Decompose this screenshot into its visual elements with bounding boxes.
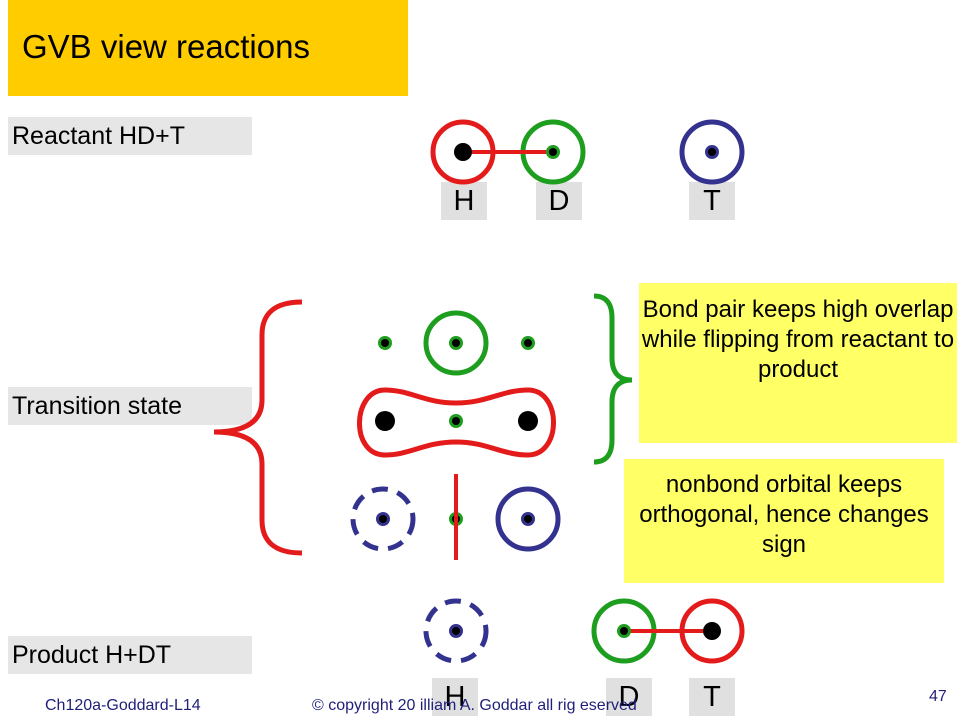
ht-bond-orbital <box>357 387 556 458</box>
h-orbital-product <box>423 598 489 664</box>
h-nucleus-ts <box>375 411 395 431</box>
d-orbital-ts <box>423 310 489 376</box>
atom-label-t-product: T <box>689 678 735 716</box>
product-label: Product H+DT <box>8 636 252 674</box>
right-brace <box>593 293 633 465</box>
t-orbital-ts <box>495 486 561 552</box>
footer-course: Ch120a-Goddard-L14 <box>45 697 201 714</box>
transition-state-label: Transition state <box>8 387 252 425</box>
product-orbitals <box>423 598 745 664</box>
ts-row-bond-orbital <box>357 387 556 458</box>
reactant-orbitals <box>430 119 745 185</box>
atom-label-h-product: H <box>432 678 478 716</box>
footer-copyright: © copyright 20 illiam A. Goddar all rig … <box>312 697 637 714</box>
h-orbital-dashed-ts <box>350 486 416 552</box>
atom-label-h-reactant: H <box>441 182 487 220</box>
h-nucleus-reactant <box>454 143 472 161</box>
atom-label-d-product: D <box>606 678 652 716</box>
page-title: GVB view reactions <box>22 28 310 65</box>
left-brace <box>213 299 303 556</box>
t-orbital-reactant <box>679 119 745 185</box>
atom-label-d-reactant: D <box>536 182 582 220</box>
t-nucleus-ts <box>518 411 538 431</box>
ts-row-nonbond <box>350 474 561 560</box>
page-number: 47 <box>929 688 947 705</box>
reactant-label: Reactant HD+T <box>8 117 252 155</box>
bond-pair-note: Bond pair keeps high overlap while flipp… <box>639 283 957 443</box>
atom-label-t-reactant: T <box>689 182 735 220</box>
title-banner: GVB view reactions <box>8 0 408 96</box>
ts-row-d-orbital <box>378 310 535 376</box>
nonbond-note: nonbond orbital keeps orthogonal, hence … <box>624 459 944 583</box>
